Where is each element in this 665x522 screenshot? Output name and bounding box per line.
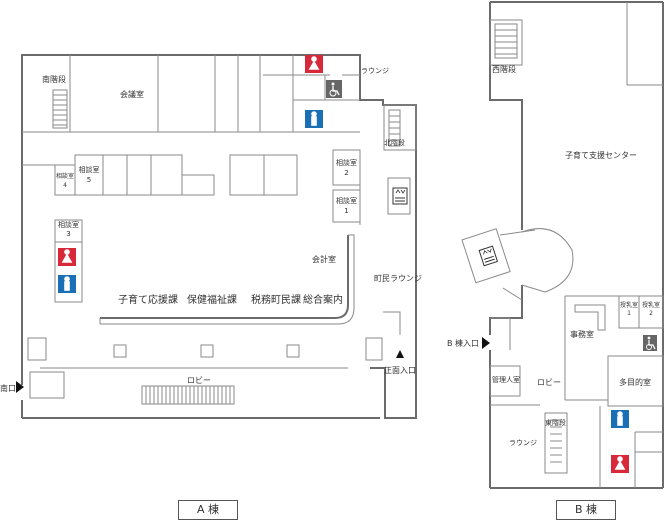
label-lounge-small: ラウンジ: [361, 67, 389, 75]
label-tax-section: 税務町民課: [251, 293, 301, 306]
building-b-caption: B 棟: [556, 500, 616, 520]
label-consult-4: 相談室 4: [55, 173, 74, 189]
label-childcare-section: 子育て応援課: [118, 293, 178, 306]
label-b-entrance: B 棟入口: [447, 338, 479, 348]
label-town-lounge: 町民ラウンジ: [374, 274, 422, 283]
building-a-caption: A 棟: [178, 500, 238, 520]
label-accounting: 会計室: [312, 254, 336, 264]
label-nursing-1: 授乳室 1: [619, 302, 638, 317]
label-multipurpose: 多目的室: [619, 377, 651, 387]
lobby-stairs: [141, 385, 235, 405]
accessible-wc-icon: [326, 80, 342, 98]
label-consult-3: 相談室 3: [58, 221, 79, 238]
entrance-arrow-icon: [396, 350, 404, 358]
male-wc-icon: [305, 110, 323, 128]
male-wc-icon: [58, 275, 76, 293]
label-b-lobby: ロビー: [537, 378, 561, 387]
south-stairs-steps: [52, 89, 68, 129]
label-support-center: 子育て支援センター: [565, 150, 637, 160]
label-meeting-room: 会議室: [120, 89, 144, 99]
female-wc-icon: [58, 248, 76, 266]
label-east-stairs: 東階段: [545, 418, 566, 427]
entrance-arrow-icon: [16, 381, 24, 393]
male-wc-icon: [611, 410, 629, 428]
label-manager: 管理人室: [492, 375, 520, 384]
elevator-icon: [392, 187, 408, 205]
label-consult-1: 相談室 1: [336, 197, 357, 215]
label-main-entrance: 正面入口: [384, 366, 416, 375]
label-welfare-section: 保健福祉課: [187, 293, 237, 306]
label-south-entrance: 南口: [0, 383, 16, 393]
label-west-stairs: 西階段: [492, 64, 516, 74]
label-south-stairs: 南階段: [42, 74, 66, 84]
building-b-walls: [461, 1, 664, 489]
building-a-walls: [21, 54, 417, 419]
label-info-desk: 総合案内: [303, 293, 343, 306]
female-wc-icon: [611, 455, 629, 473]
entrance-arrow-icon: [482, 337, 490, 349]
label-consult-2: 相談室 2: [336, 159, 357, 177]
label-nursing-2: 授乳室 2: [641, 302, 660, 317]
label-consult-5: 相談室 5: [78, 166, 100, 184]
elevator-icon: [478, 245, 499, 267]
label-a-lobby: ロビー: [187, 376, 211, 385]
female-wc-icon: [305, 55, 323, 73]
label-north-stairs: 北階段: [384, 138, 405, 147]
label-office: 事務室: [570, 329, 594, 339]
accessible-wc-icon: [643, 335, 657, 351]
label-b-lounge: ラウンジ: [509, 439, 537, 447]
